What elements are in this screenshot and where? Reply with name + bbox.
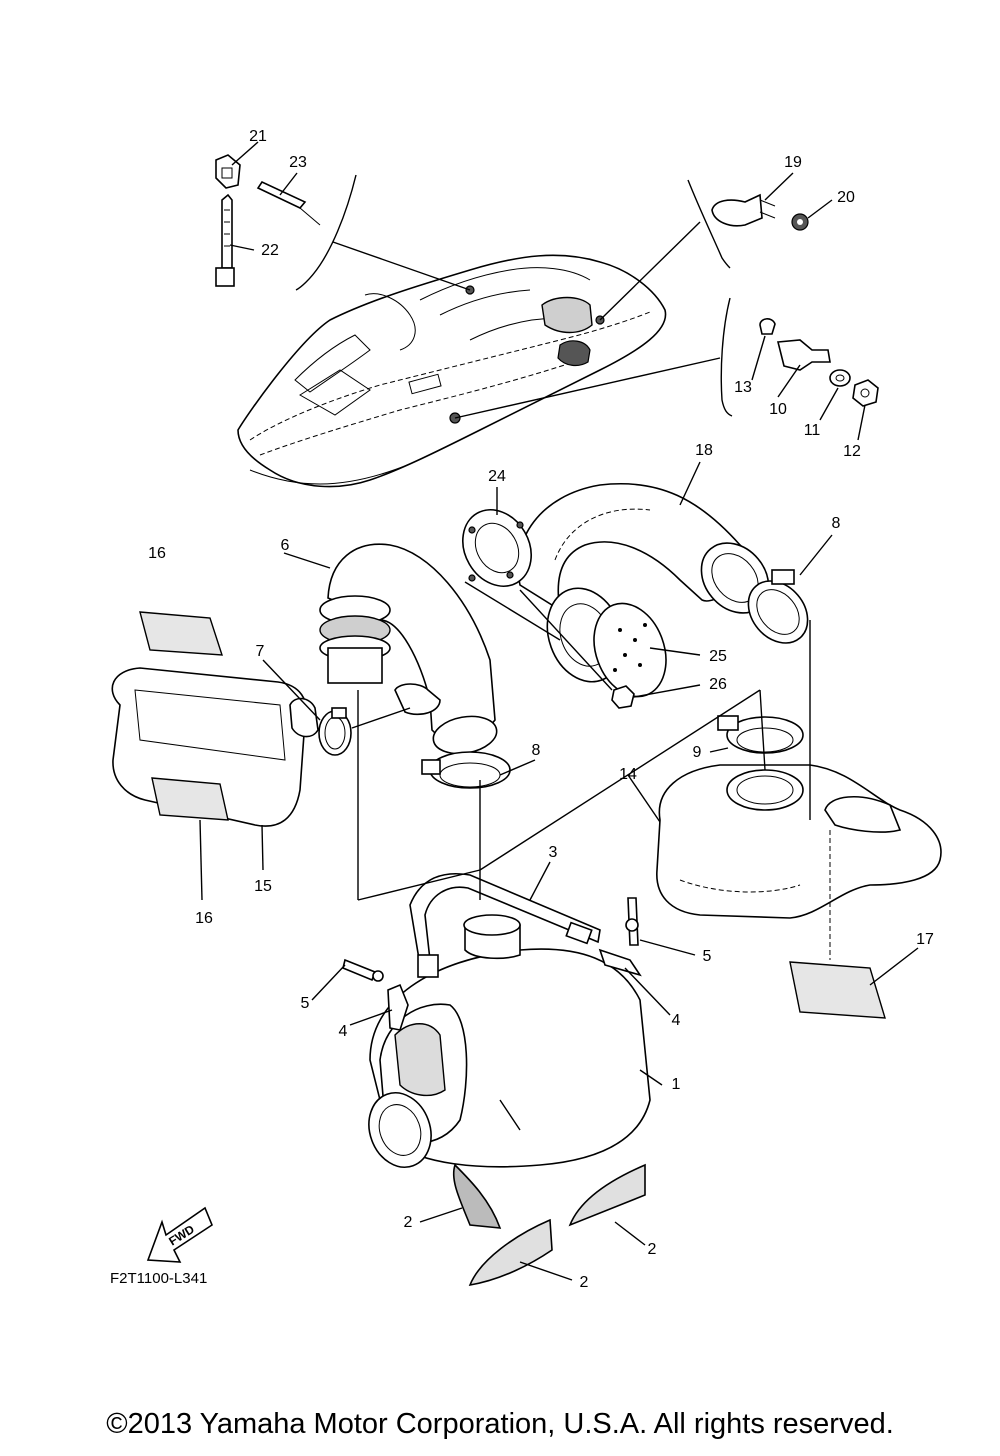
bracket-4-left — [387, 983, 409, 1031]
cable-tie-22 — [215, 193, 235, 287]
guide-line-7 — [351, 707, 411, 729]
callout-26: 26 — [709, 676, 727, 693]
heat-shield-2a — [452, 1163, 502, 1229]
callout-7: 7 — [256, 643, 265, 660]
callout-14: 14 — [619, 766, 637, 783]
callout-24: 24 — [488, 468, 506, 485]
watercraft-hull-illustration — [237, 254, 667, 488]
clamp-8-right — [747, 569, 809, 644]
callout-4-right: 4 — [672, 1012, 681, 1029]
bracket-4-right — [598, 948, 642, 977]
guide-line-25-26 — [519, 589, 613, 691]
callout-23: 23 — [289, 154, 307, 171]
callout-2-right: 2 — [648, 1241, 657, 1258]
pad-17 — [789, 961, 886, 1019]
rivet-23 — [256, 180, 321, 226]
callout-5-right: 5 — [703, 948, 712, 965]
bracket-19 — [711, 193, 776, 227]
gasket-25 — [546, 587, 667, 698]
flange-24 — [462, 509, 532, 587]
callout-17: 17 — [916, 931, 934, 948]
washer-11 — [829, 369, 851, 387]
pad-16-bottom — [151, 777, 229, 821]
muffler-1 — [368, 914, 651, 1168]
callout-18: 18 — [695, 442, 713, 459]
pad-16-top — [139, 611, 223, 656]
callout-leaders — [199, 141, 919, 1281]
clamp-9 — [717, 715, 804, 754]
rivet-5-left — [342, 958, 384, 982]
callout-5-left: 5 — [301, 995, 310, 1012]
fwd-arrow-icon: FWD — [146, 1206, 213, 1263]
guide-line-24-25 — [464, 581, 561, 641]
bracket-right-lower — [720, 297, 733, 417]
callout-1: 1 — [672, 1076, 681, 1093]
callout-9: 9 — [693, 744, 702, 761]
heat-shield-2c — [468, 1218, 553, 1287]
callout-labels: 21 23 22 19 20 13 10 11 12 18 24 8 16 6 … — [148, 128, 934, 1291]
heat-shield-2b — [568, 1163, 646, 1227]
callout-8-left: 8 — [532, 742, 541, 759]
leader-hull-right — [599, 221, 701, 321]
callout-13: 13 — [734, 379, 752, 396]
bracket-right-upper — [687, 179, 731, 269]
clip-13 — [759, 318, 776, 335]
guide-lines — [357, 620, 831, 960]
callout-6: 6 — [281, 537, 290, 554]
leader-hull-lower — [454, 357, 721, 419]
callout-16-top: 16 — [148, 545, 166, 562]
callout-10: 10 — [769, 401, 787, 418]
callout-22: 22 — [261, 242, 279, 259]
clamp-7 — [318, 707, 352, 756]
nut-20 — [791, 213, 809, 231]
callout-3: 3 — [549, 844, 558, 861]
nut-12 — [852, 379, 879, 407]
drawing-code: F2T1100-L341 — [110, 1270, 208, 1287]
clip-21 — [215, 154, 241, 189]
callout-25: 25 — [709, 648, 727, 665]
rivet-5-right — [625, 897, 639, 946]
callout-8-right: 8 — [832, 515, 841, 532]
bracket-left — [295, 174, 357, 291]
callout-4-left: 4 — [339, 1023, 348, 1040]
callout-15: 15 — [254, 878, 272, 895]
callout-21: 21 — [249, 128, 267, 145]
pipe-6 — [319, 543, 498, 755]
callout-16-bottom: 16 — [195, 910, 213, 927]
callout-20: 20 — [837, 189, 855, 206]
nut-26 — [611, 685, 635, 709]
callout-2-bottom: 2 — [580, 1274, 589, 1291]
clamp-8-left — [421, 751, 511, 789]
callout-19: 19 — [784, 154, 802, 171]
callout-11: 11 — [804, 422, 821, 439]
leader-hull-left — [332, 241, 471, 291]
callout-12: 12 — [843, 443, 861, 460]
copyright-notice: ©2013 Yamaha Motor Corporation, U.S.A. A… — [106, 1408, 894, 1440]
callout-2-left: 2 — [404, 1214, 413, 1231]
fitting-10 — [776, 339, 831, 371]
water-lock-14 — [656, 764, 942, 919]
